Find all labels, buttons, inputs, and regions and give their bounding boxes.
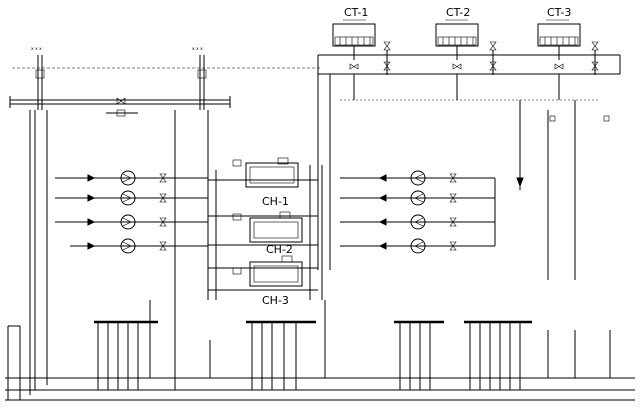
svg-text:x x x: x x x bbox=[31, 47, 42, 52]
tower-valves bbox=[349, 41, 599, 71]
pump-icon bbox=[120, 190, 136, 206]
cooling-tower-label: CT-1 bbox=[344, 6, 368, 19]
cooling-tower-label: CT-3 bbox=[547, 6, 571, 19]
cooling-tower-ct2: CT-2 bbox=[435, 6, 479, 60]
chiller-label: CH-2 bbox=[266, 243, 293, 256]
pump-icon bbox=[410, 214, 426, 230]
pumps-left bbox=[55, 170, 208, 254]
pump-icon bbox=[120, 238, 136, 254]
chiller-label: CH-3 bbox=[262, 294, 289, 307]
control-panels bbox=[94, 320, 532, 390]
chiller-block bbox=[208, 159, 323, 300]
pumps-right bbox=[340, 170, 496, 254]
condenser-headers bbox=[317, 50, 621, 280]
pump-icon bbox=[410, 190, 426, 206]
pump-icon bbox=[410, 170, 426, 186]
chiller-ch3: CH-3 bbox=[249, 255, 303, 307]
cooling-tower-label: CT-2 bbox=[446, 6, 470, 19]
chiller-ch2: CH-2 bbox=[249, 211, 303, 256]
cooling-tower-ct1: CT-1 bbox=[332, 6, 376, 60]
chiller-label: CH-1 bbox=[262, 195, 289, 208]
pump-icon bbox=[120, 170, 136, 186]
cooling-tower-ct3: CT-3 bbox=[537, 6, 581, 60]
top-left-piping: x x x x x x bbox=[9, 47, 320, 395]
pump-icon bbox=[120, 214, 136, 230]
svg-text:x x x: x x x bbox=[192, 47, 203, 52]
chiller-ch1: CH-1 bbox=[245, 157, 299, 208]
pump-icon bbox=[410, 238, 426, 254]
bottom-buses bbox=[5, 300, 635, 401]
